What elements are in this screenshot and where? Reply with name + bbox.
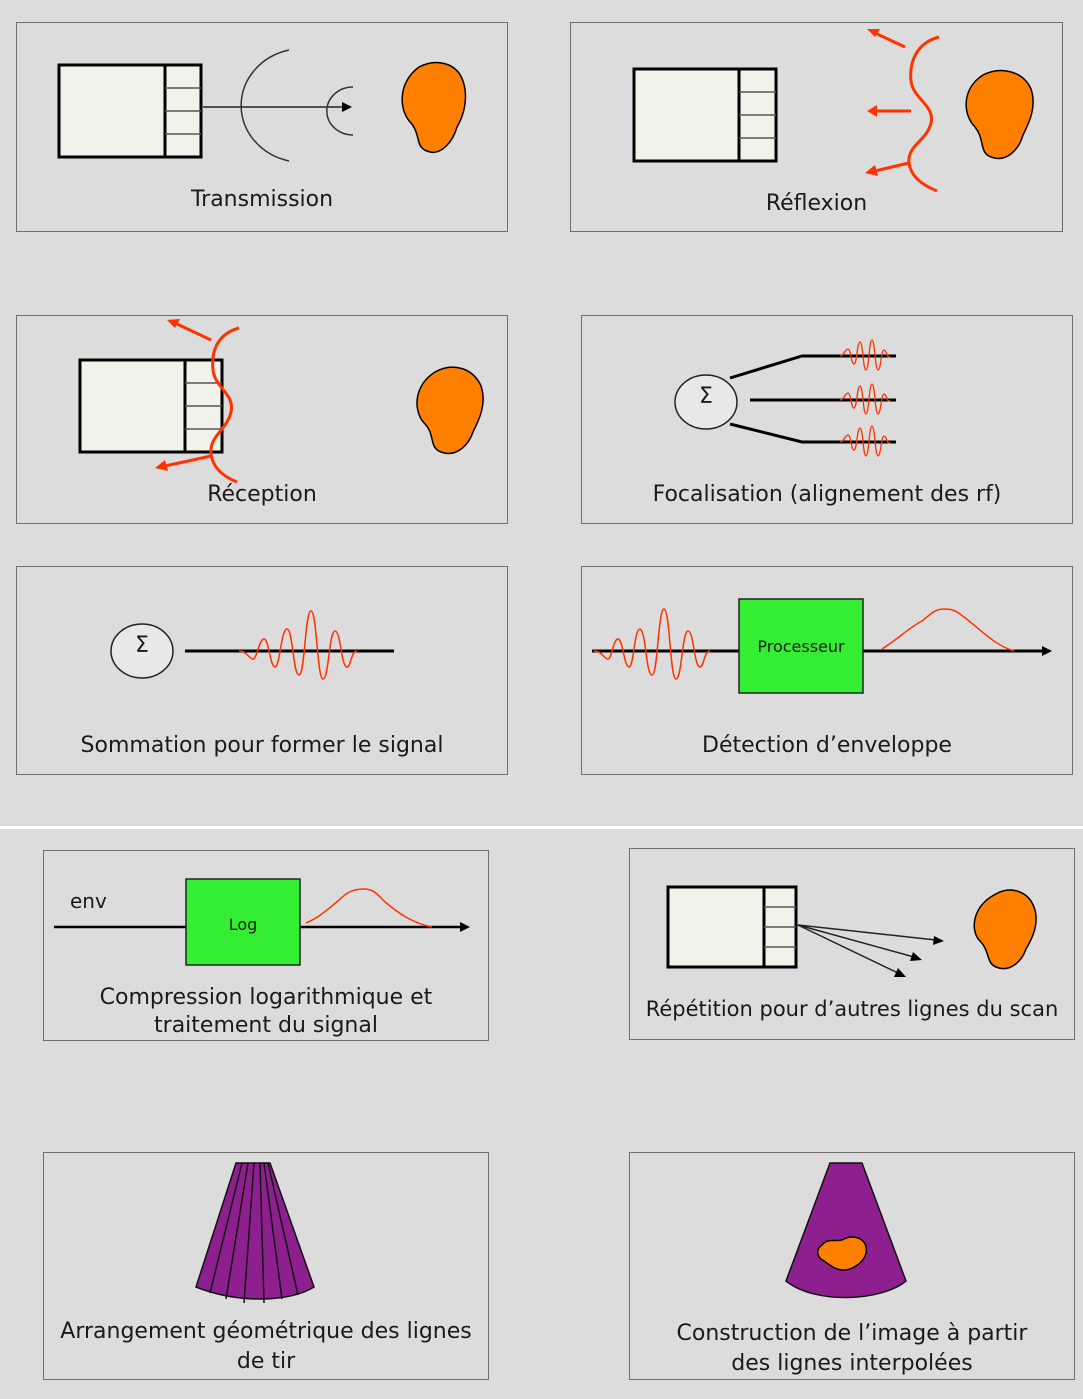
reception-diagram bbox=[78, 319, 484, 484]
panel-transmission: Transmission bbox=[16, 22, 508, 232]
sum-node bbox=[110, 623, 174, 679]
wavefront-small bbox=[326, 86, 354, 136]
caption-detection: Détection d’enveloppe bbox=[702, 733, 952, 758]
processeur-box bbox=[738, 598, 864, 694]
arrow-head bbox=[342, 102, 352, 112]
sum-symbol: Σ bbox=[135, 633, 149, 658]
processeur-label: Processeur bbox=[757, 637, 845, 656]
sum-symbol: Σ bbox=[699, 384, 713, 409]
image-sector bbox=[785, 1162, 907, 1299]
log-label: Log bbox=[228, 915, 258, 934]
transducer bbox=[57, 63, 203, 159]
reflexion-diagram bbox=[632, 29, 1034, 193]
transducer bbox=[632, 67, 778, 163]
envelope-output bbox=[881, 608, 1015, 652]
transducer bbox=[78, 358, 224, 454]
transducer bbox=[666, 885, 798, 969]
target-blob bbox=[416, 366, 484, 455]
caption-focalisation: Focalisation (alignement des rf) bbox=[652, 482, 1002, 507]
caption-arrangement-line2: de tir bbox=[236, 1349, 296, 1374]
panel-construction: Construction de l’image à partir des lig… bbox=[629, 1152, 1075, 1380]
panel-reception: Réception bbox=[16, 315, 508, 524]
panel-compression: env Log Compression logarithmique et tra… bbox=[43, 850, 489, 1041]
caption-compression-line1: Compression logarithmique et bbox=[99, 985, 433, 1010]
caption-reception: Réception bbox=[207, 482, 317, 507]
scan-lines bbox=[797, 924, 944, 977]
reception-arrows bbox=[155, 319, 212, 471]
transmission-diagram bbox=[57, 49, 467, 162]
panel-reflexion: Réflexion bbox=[570, 22, 1063, 232]
arrow-head bbox=[1042, 646, 1052, 656]
target-blob bbox=[965, 69, 1034, 160]
target-blob bbox=[973, 889, 1037, 970]
rf-wavelets bbox=[839, 339, 891, 457]
construction-diagram bbox=[785, 1162, 907, 1299]
detection-diagram bbox=[592, 598, 1052, 694]
panel-detection: Processeur Détection d’enveloppe bbox=[581, 566, 1073, 775]
rf-input-signal bbox=[593, 608, 711, 680]
input-label-env: env bbox=[70, 889, 107, 913]
arrow-head bbox=[460, 922, 470, 932]
repetition-diagram bbox=[666, 885, 1037, 977]
target-in-image bbox=[817, 1236, 868, 1271]
caption-construction-line1: Construction de l’image à partir bbox=[676, 1321, 1028, 1346]
panel-focalisation: Σ Focalisation (alignement des rf) bbox=[581, 315, 1073, 524]
caption-repetition: Répétition pour d’autres lignes du scan bbox=[645, 997, 1059, 1021]
compression-diagram bbox=[54, 878, 470, 966]
panel-arrangement: Arrangement géométrique des lignes de ti… bbox=[43, 1152, 489, 1380]
caption-construction-line2: des lignes interpolées bbox=[731, 1351, 973, 1376]
panel-repetition: Répétition pour d’autres lignes du scan bbox=[629, 848, 1075, 1040]
arrangement-diagram bbox=[195, 1162, 315, 1304]
log-output-curve bbox=[305, 888, 433, 928]
summed-signal bbox=[238, 610, 358, 680]
scan-sector bbox=[195, 1162, 315, 1300]
caption-transmission: Transmission bbox=[190, 187, 334, 212]
caption-arrangement-line1: Arrangement géométrique des lignes bbox=[60, 1319, 472, 1344]
section-separator bbox=[0, 826, 1083, 829]
reflected-wave bbox=[907, 35, 940, 193]
sector-lines bbox=[209, 1162, 299, 1304]
target-blob bbox=[401, 61, 467, 154]
caption-reflexion: Réflexion bbox=[765, 191, 868, 216]
channel-lines bbox=[729, 354, 896, 444]
sommation-diagram bbox=[110, 610, 394, 680]
log-box bbox=[185, 878, 301, 966]
caption-sommation: Sommation pour former le signal bbox=[80, 733, 444, 758]
panel-sommation: Σ Sommation pour former le signal bbox=[16, 566, 508, 775]
caption-compression-line2: traitement du signal bbox=[154, 1013, 378, 1038]
reflection-arrows bbox=[865, 29, 911, 176]
focalisation-diagram bbox=[674, 339, 896, 457]
wavefront-large bbox=[240, 49, 290, 162]
sum-node bbox=[674, 374, 738, 430]
received-wave bbox=[209, 326, 240, 484]
